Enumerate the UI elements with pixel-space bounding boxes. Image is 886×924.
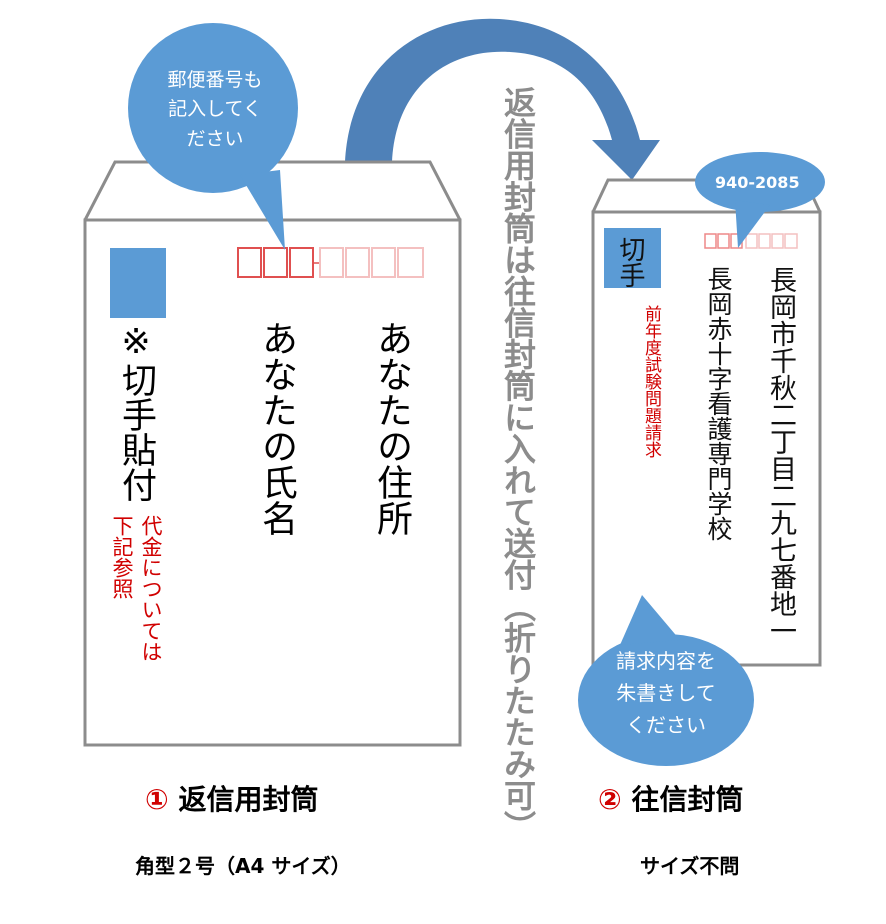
fee-note-ref: 下記参照 [110, 515, 134, 599]
left-envelope-size: 角型２号（A4 サイズ） [135, 854, 351, 878]
right-stamp-area [604, 228, 661, 288]
postal-bubble-text: 940-2085 [715, 173, 800, 192]
recipient-name: 長岡赤十字看護専門学校 [704, 266, 733, 541]
stamp-note: ※切手貼付 [116, 322, 156, 502]
left-postal-code-boxes [237, 247, 424, 278]
left-bubble-shape [128, 23, 298, 193]
left-stamp-area [110, 248, 166, 318]
title-text: 返信用封筒 [178, 783, 319, 816]
bubble-line: 郵便番号も [167, 69, 263, 91]
right-envelope-title: ② 往信封筒 [598, 778, 743, 818]
bubble-line: ださい [186, 127, 244, 150]
curved-arrow [345, 18, 660, 180]
bubble-line: ください [626, 713, 706, 737]
fee-note: 代金については [139, 515, 163, 662]
number-mark: ② [598, 783, 622, 816]
bubble-line: 記入してく [168, 98, 262, 121]
sender-name-placeholder: あなたの氏名 [256, 320, 297, 536]
number-mark: ① [145, 783, 169, 816]
right-stamp-label: 切手 [615, 236, 645, 288]
title-text: 往信封筒 [631, 783, 744, 816]
right-bubble: 請求内容を 朱書きして ください [586, 645, 746, 741]
left-bubble: 郵便番号も 記入してく ださい [130, 66, 300, 154]
left-envelope-title: ① 返信用封筒 [145, 778, 318, 818]
recipient-address: 長岡市千秋二丁目二九七番地一 [765, 266, 796, 644]
request-note: 前年度試験問題請求 [641, 305, 661, 458]
postal-bubble-shape [695, 152, 825, 212]
sender-address-placeholder: あなたの住所 [371, 320, 412, 536]
right-bubble-shape [578, 634, 754, 766]
bubble-line: 朱書きして [616, 681, 716, 705]
right-envelope-size: サイズ不問 [640, 854, 740, 878]
bubble-line: 請求内容を [616, 649, 716, 673]
center-instruction: 返信用封筒は往信封筒に入れて送付（折りたたみ可） [499, 86, 537, 842]
